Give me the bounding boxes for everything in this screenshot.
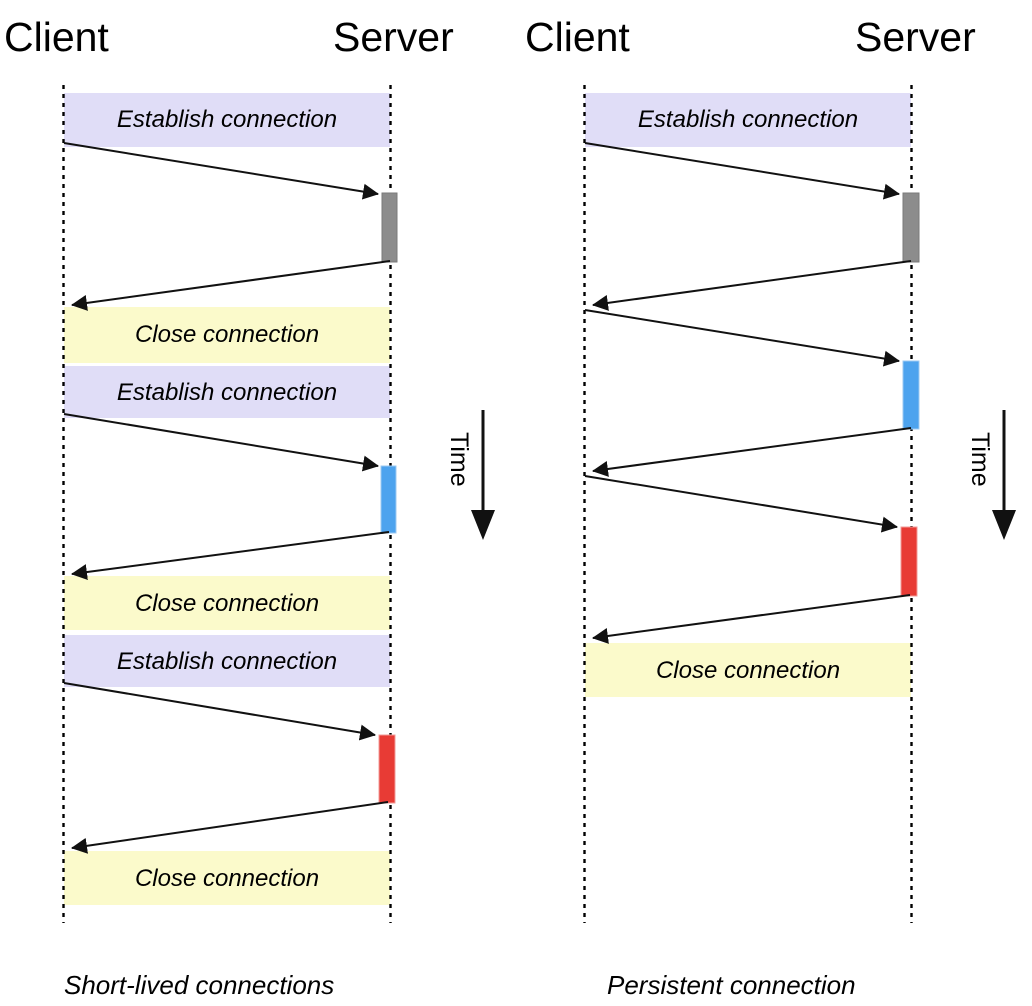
band-label-establish-1: Establish connection: [116, 106, 338, 133]
band-close-2: [64, 576, 390, 630]
header-client-right: Client: [525, 14, 630, 60]
header-server-right: Server: [855, 14, 976, 60]
activation-bar-gray: [381, 192, 398, 263]
header-server-left: Server: [333, 14, 454, 60]
message-response-1-r: [592, 260, 912, 311]
time-axis-label-left: Time: [445, 432, 473, 487]
band-close-3: [64, 851, 390, 905]
activation-bar-gray-r: [902, 192, 920, 263]
message-request-3-r: [584, 475, 898, 533]
band-establish-3: [64, 635, 390, 687]
band-label-close-2: Close connection: [134, 590, 320, 617]
time-axis-arrowhead-r: [992, 510, 1016, 540]
caption-short-lived: Short-lived connections: [64, 970, 335, 1000]
band-label-establish-2: Establish connection: [116, 379, 338, 406]
header-client-left: Client: [4, 14, 109, 60]
message-request-1: [63, 142, 379, 200]
message-response-1: [71, 260, 391, 311]
time-axis-arrowhead: [471, 510, 495, 540]
band-label-close-1: Close connection: [134, 321, 320, 348]
message-request-1-r: [584, 142, 900, 200]
band-label-close-1-r: Close connection: [655, 657, 841, 684]
time-axis-label-right: Time: [966, 432, 994, 487]
activation-bar-red-r: [900, 526, 918, 597]
message-response-3-r: [592, 594, 911, 644]
band-label-close-3: Close connection: [134, 865, 320, 892]
message-request-2-r: [584, 309, 900, 367]
band-establish-1-r: [585, 93, 911, 147]
band-close-1-r: [585, 643, 911, 697]
message-request-3: [63, 682, 376, 741]
message-request-2: [63, 413, 379, 472]
activation-bar-blue-r: [902, 360, 920, 430]
panel-persistent: [583, 85, 1016, 923]
panel-short-lived: [62, 85, 495, 923]
band-establish-2: [64, 366, 390, 418]
message-response-3: [71, 801, 389, 854]
band-label-establish-1-r: Establish connection: [637, 106, 859, 133]
band-close-1: [64, 307, 390, 363]
band-label-establish-3: Establish connection: [116, 648, 338, 675]
activation-bar-blue: [380, 465, 397, 534]
caption-persistent: Persistent connection: [607, 970, 856, 1000]
message-response-2: [71, 531, 390, 580]
activation-bar-red: [378, 734, 396, 804]
band-establish-1: [64, 93, 390, 147]
message-response-2-r: [592, 427, 912, 477]
